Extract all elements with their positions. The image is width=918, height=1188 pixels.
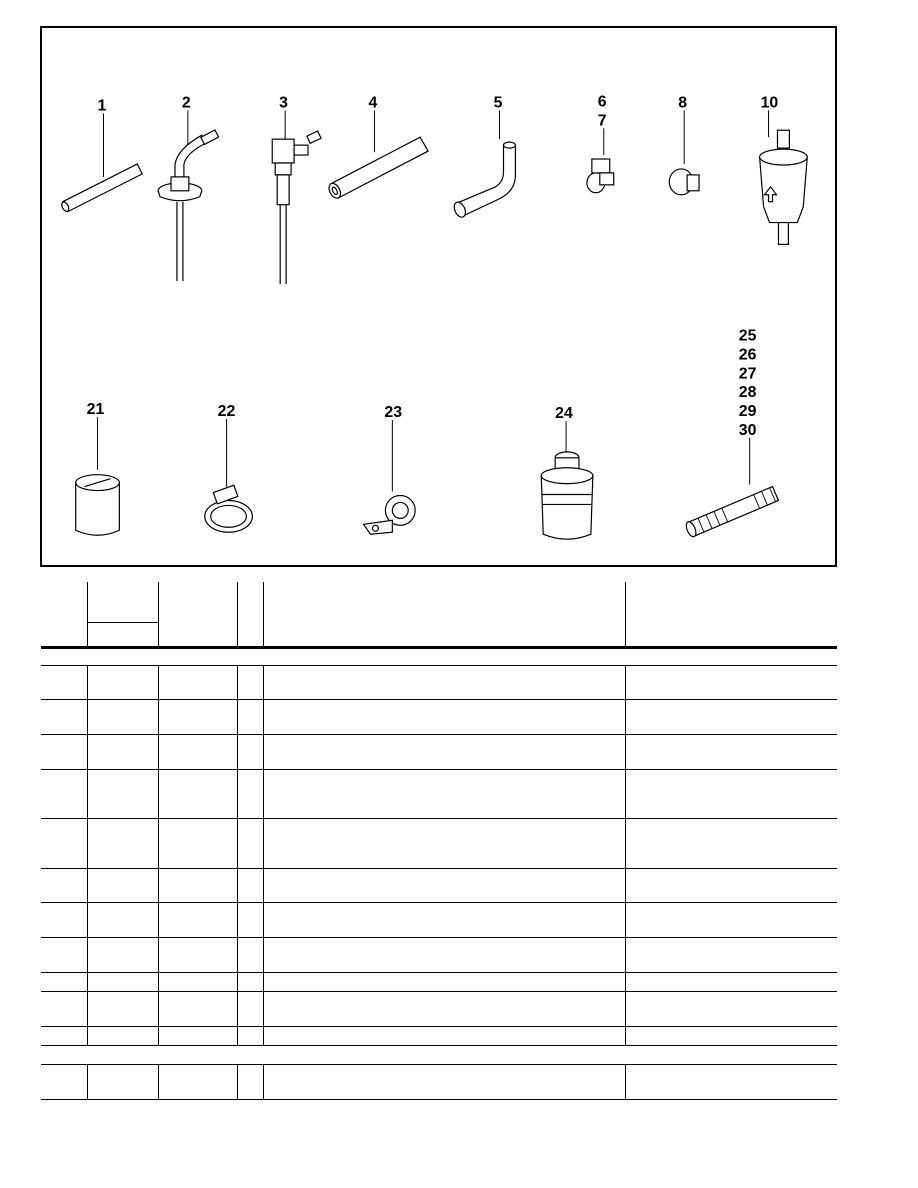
spring-clip-drawing xyxy=(668,168,700,196)
tank-pickup-drawing xyxy=(157,129,220,282)
parts-table xyxy=(41,582,837,1100)
callout-30: 30 xyxy=(739,422,757,439)
parts-illustration: 1 2 3 4 5 6 7 8 10 21 22 23 24 25 26 27 … xyxy=(40,26,837,567)
callout-21: 21 xyxy=(87,401,105,418)
callout-25: 25 xyxy=(739,328,757,345)
callout-6: 6 xyxy=(598,93,607,110)
table-row xyxy=(41,991,837,1027)
filter-element-drawing xyxy=(540,451,594,540)
table-row xyxy=(41,972,837,992)
table-row xyxy=(41,868,837,903)
elbow-hose-drawing xyxy=(453,141,517,218)
callout-8: 8 xyxy=(678,94,687,111)
table-header-row xyxy=(41,582,837,646)
callout-26: 26 xyxy=(739,347,757,364)
table-header-subrow xyxy=(41,622,837,646)
straight-hose-drawing xyxy=(328,136,429,199)
callout-7: 7 xyxy=(598,112,607,129)
p-clip-drawing xyxy=(362,494,416,535)
callout-28: 28 xyxy=(739,384,757,401)
callout-22: 22 xyxy=(218,403,236,420)
table-row xyxy=(41,734,837,770)
sleeve-drawing xyxy=(75,474,120,536)
callout-3: 3 xyxy=(279,94,288,111)
callout-29: 29 xyxy=(739,403,757,420)
callout-1: 1 xyxy=(98,97,107,114)
callout-23: 23 xyxy=(384,404,402,421)
callout-10: 10 xyxy=(761,94,779,111)
fuel-line-tube-drawing xyxy=(61,163,144,213)
table-row xyxy=(41,937,837,973)
hose-clip-drawing xyxy=(586,158,615,194)
table-row xyxy=(41,1064,837,1100)
table-row xyxy=(41,769,837,819)
callout-27: 27 xyxy=(739,365,757,382)
table-section-row xyxy=(41,1045,837,1065)
callout-2: 2 xyxy=(182,94,191,111)
table-row xyxy=(41,1026,837,1046)
table-row xyxy=(41,699,837,735)
worm-gear-clamp-drawing xyxy=(204,484,253,533)
table-row xyxy=(41,818,837,869)
callout-5: 5 xyxy=(494,94,503,111)
callout-4: 4 xyxy=(369,94,378,111)
callout-24: 24 xyxy=(555,405,573,422)
pickup-fitting-drawing xyxy=(271,130,322,285)
table-row xyxy=(41,902,837,938)
corrugated-hose-drawing xyxy=(685,485,780,538)
table-section-row xyxy=(41,647,837,666)
inline-fuel-filter-drawing xyxy=(758,129,808,245)
table-row xyxy=(41,665,837,700)
